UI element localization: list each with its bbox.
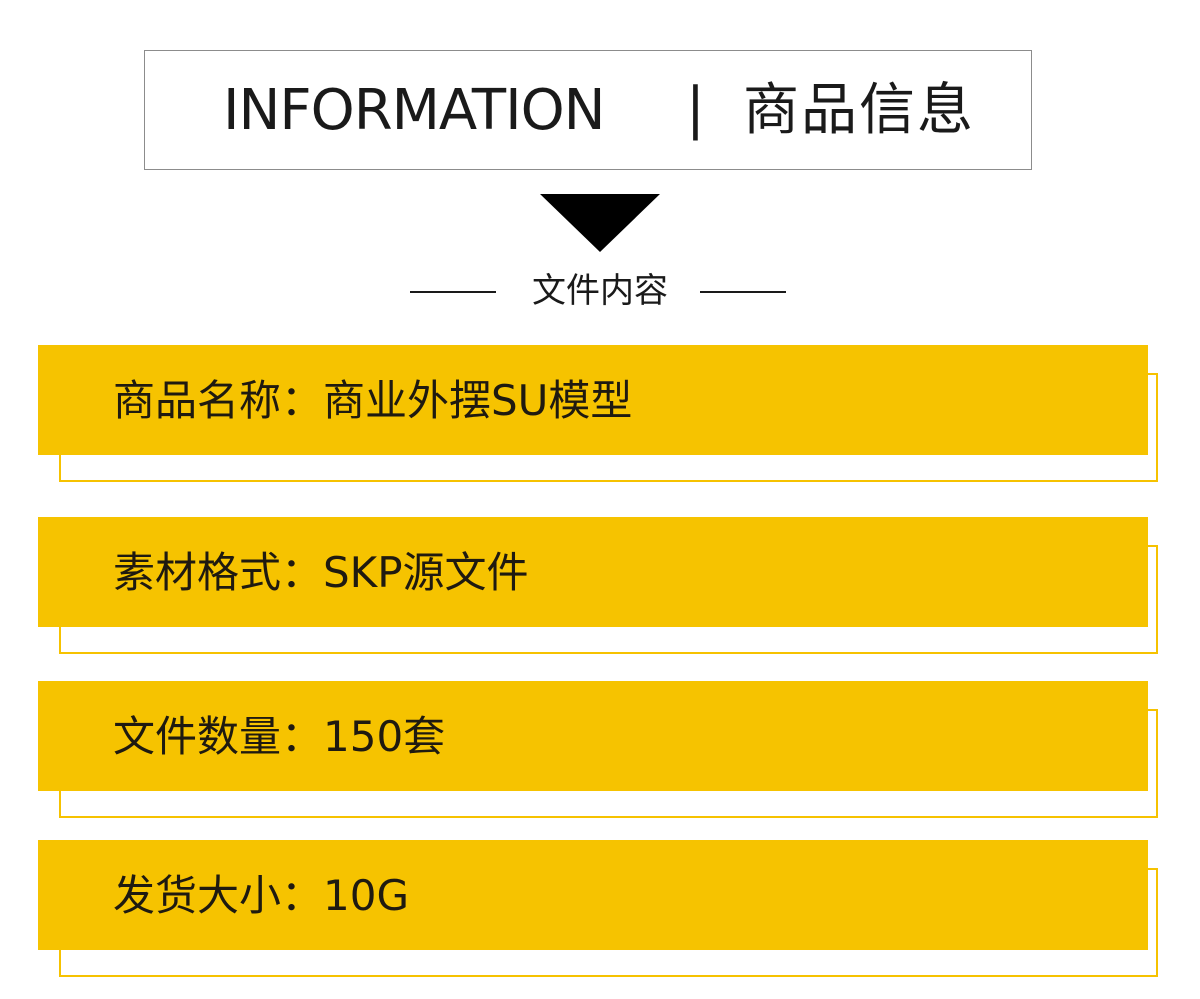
- info-card-size: 发货大小：10G: [38, 840, 1158, 977]
- info-text-quantity: 文件数量：150套: [113, 712, 446, 761]
- header-separator: |: [686, 76, 705, 141]
- down-arrow-icon: [540, 194, 660, 252]
- info-text-size: 发货大小：10G: [113, 871, 409, 920]
- section-line-right: [700, 291, 786, 293]
- info-card-product-name: 商品名称：商业外摆SU模型: [38, 345, 1158, 482]
- header-title-cn: 商品信息: [743, 78, 975, 143]
- header-title-en: INFORMATION: [223, 78, 606, 143]
- header-box: INFORMATION | 商品信息: [144, 50, 1032, 170]
- info-card-quantity: 文件数量：150套: [38, 681, 1158, 818]
- card-fill: [38, 345, 1148, 455]
- card-fill: [38, 840, 1148, 950]
- card-fill: [38, 681, 1148, 791]
- info-text-format: 素材格式：SKP源文件: [113, 548, 529, 597]
- info-card-format: 素材格式：SKP源文件: [38, 517, 1158, 654]
- card-fill: [38, 517, 1148, 627]
- section-line-left: [410, 291, 496, 293]
- section-title: 文件内容: [532, 271, 668, 311]
- info-text-product-name: 商品名称：商业外摆SU模型: [113, 376, 633, 425]
